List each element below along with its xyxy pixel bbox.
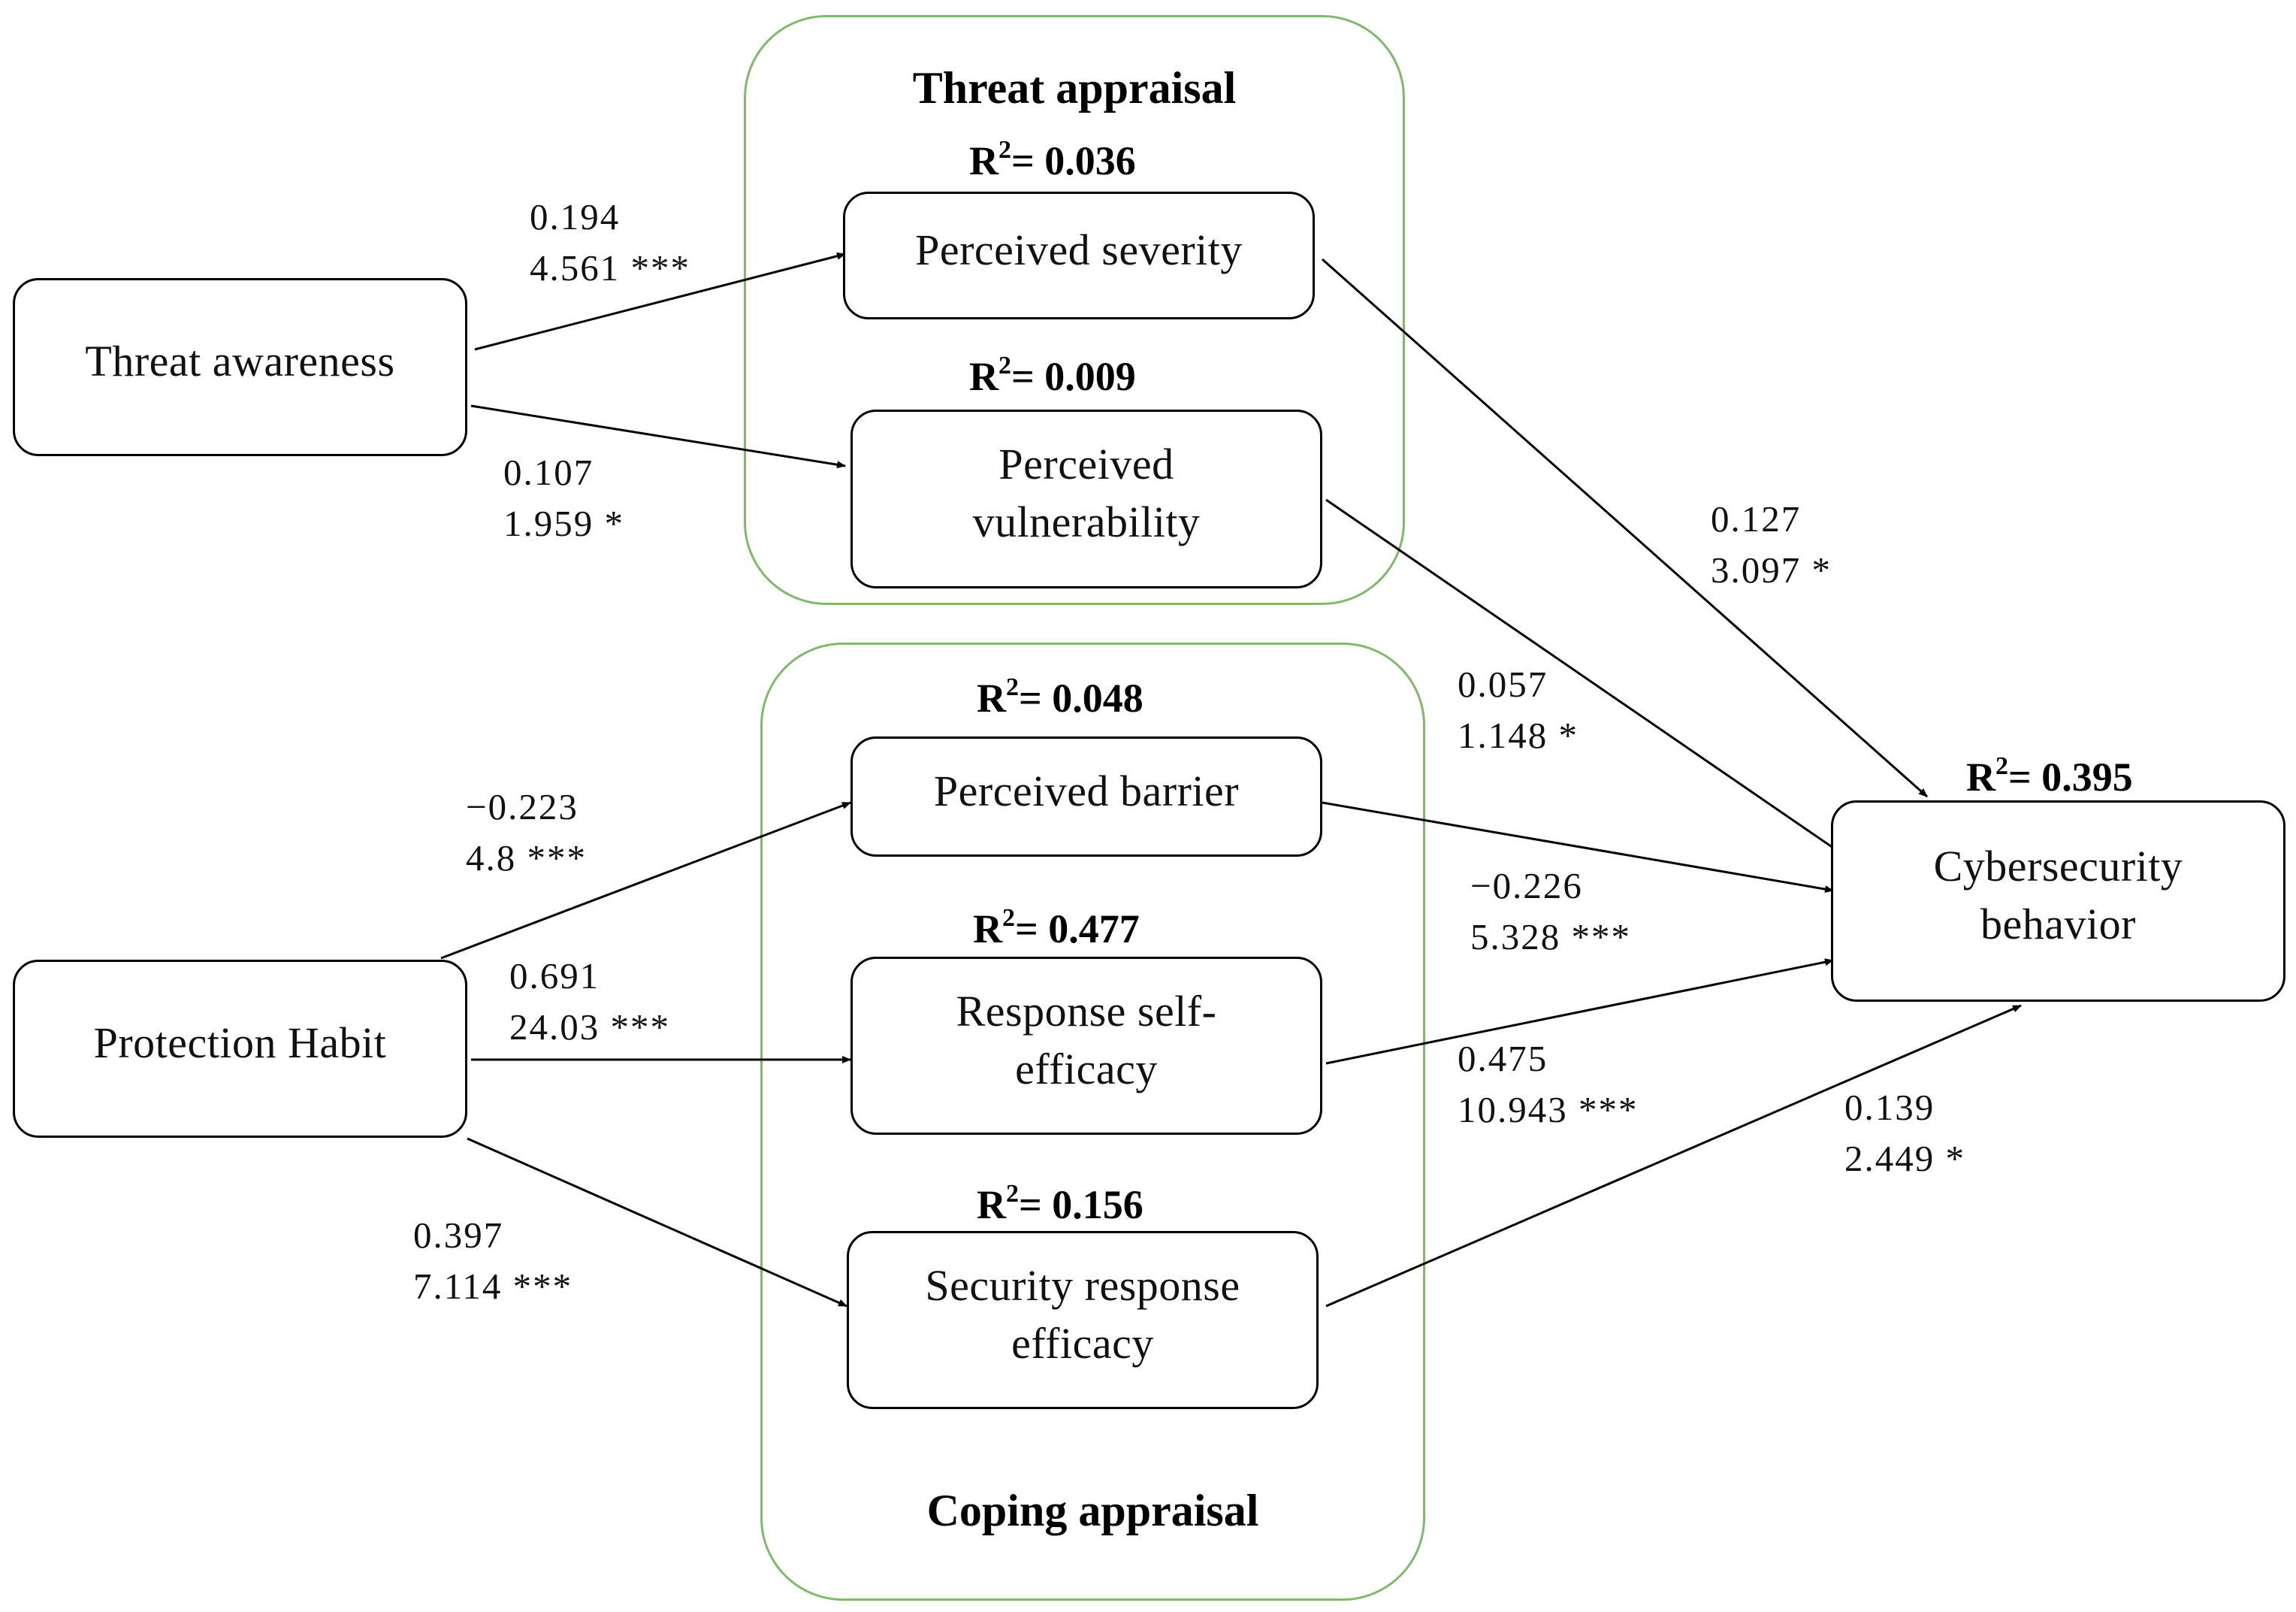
path-label-habit-barrier: −0.223 4.8 *** [466,786,587,879]
path-label-vulnerability-behavior: 0.057 1.148 * [1458,664,1578,756]
response-self-efficacy-label-line2: efficacy [1015,1044,1158,1093]
arrow-awareness-severity [474,252,846,351]
path-label-self-efficacy-behavior: 0.475 10.943 *** [1458,1038,1639,1130]
protection-habit-label: Protection Habit [93,1018,387,1068]
r2-perceived-severity: R2= 0.036 [969,136,1136,184]
r2-response-self-efficacy: R2= 0.477 [973,904,1140,952]
path-label-awareness-severity: 0.194 4.561 *** [530,196,690,289]
r2-perceived-vulnerability: R2= 0.009 [969,352,1136,400]
arrow-habit-barrier [440,801,851,960]
path-label-habit-self-efficacy: 0.691 24.03 *** [509,955,670,1048]
security-response-efficacy-label-line2: efficacy [1011,1318,1154,1368]
threat-awareness-box: Threat awareness [13,278,467,456]
arrow-vulnerability-behavior [1325,498,1841,854]
perceived-severity-label: Perceived severity [915,225,1243,274]
arrow-self-efficacy-behavior [1325,958,1834,1065]
path-label-awareness-vulnerability: 0.107 1.959 * [503,452,624,544]
perceived-barrier-label: Perceived barrier [933,766,1240,815]
perceived-vulnerability-label-line2: vulnerability [972,498,1201,546]
cybersecurity-behavior-label-line1: Cybersecurity [1933,842,2183,891]
security-response-efficacy-label-line1: Security response [925,1260,1240,1310]
perceived-severity-box: Perceived severity [843,192,1315,319]
r2-security-response-efficacy: R2= 0.156 [977,1180,1143,1228]
response-self-efficacy-label-line1: Response self- [956,986,1217,1036]
perceived-vulnerability-label-line1: Perceived [998,440,1174,489]
path-label-barrier-behavior: −0.226 5.328 *** [1470,865,1631,957]
cybersecurity-behavior-label-line2: behavior [1980,900,2136,948]
threat-awareness-label: Threat awareness [85,337,395,386]
arrow-severity-behavior [1322,258,1928,798]
threat-appraisal-group: Threat appraisal [744,15,1405,605]
r2-perceived-barrier: R2= 0.048 [977,673,1143,721]
response-self-efficacy-box: Response self- efficacy [850,957,1322,1135]
security-response-efficacy-box: Security response efficacy [847,1231,1319,1409]
threat-appraisal-title: Threat appraisal [912,63,1237,113]
arrow-response-efficacy-behavior [1325,1004,2022,1308]
protection-habit-box: Protection Habit [13,960,467,1138]
coping-appraisal-title: Coping appraisal [926,1486,1259,1535]
perceived-barrier-box: Perceived barrier [850,736,1322,857]
r2-cybersecurity-behavior: R2= 0.395 [1966,752,2133,800]
coping-appraisal-group: Coping appraisal [760,643,1425,1601]
arrow-awareness-vulnerability [470,404,846,469]
path-label-habit-response-efficacy: 0.397 7.114 *** [413,1214,573,1307]
cybersecurity-behavior-box: Cybersecurity behavior [1831,800,2285,1002]
path-label-response-efficacy-behavior: 0.139 2.449 * [1844,1087,1965,1179]
arrow-barrier-behavior [1322,801,1834,894]
perceived-vulnerability-box: Perceived vulnerability [850,410,1322,588]
path-label-severity-behavior: 0.127 3.097 * [1711,498,1832,591]
arrow-habit-response-efficacy [467,1137,847,1308]
